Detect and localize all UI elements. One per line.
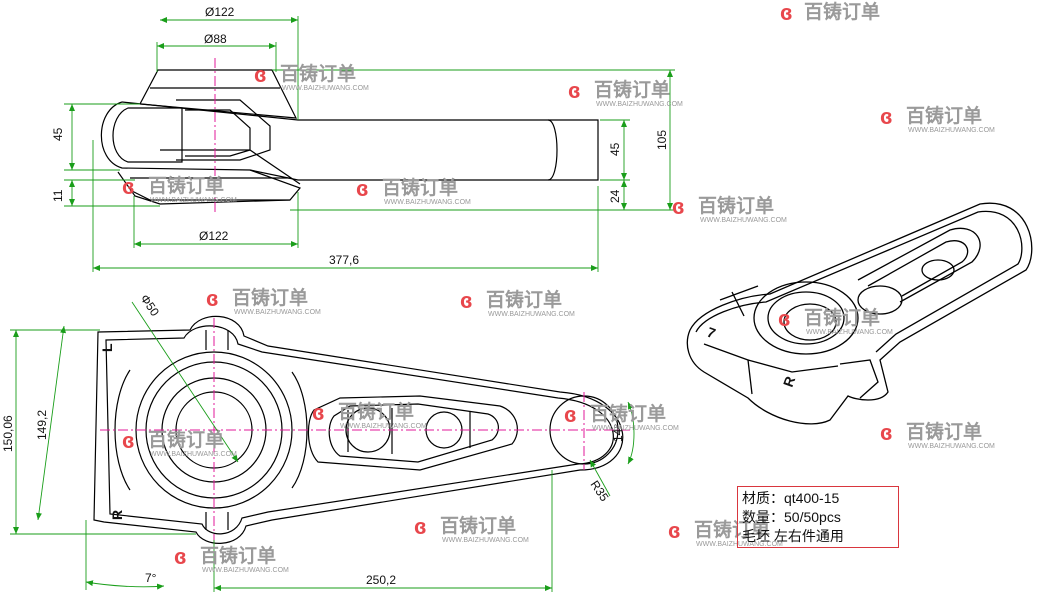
dim-boss-height: 45 xyxy=(51,127,65,141)
mark-right-plan: R xyxy=(109,510,125,520)
watermarks: ɞ 百铸订单 ɞ 百铸订单 WWW.BAIZHUWANG.COM ɞ 百铸订单 … xyxy=(122,0,995,574)
watermark-url: WWW.BAIZHUWANG.COM xyxy=(700,217,787,224)
watermark-brand: 百铸订单 xyxy=(440,514,516,537)
watermark-brand: 百铸订单 xyxy=(906,104,982,127)
watermark-logo-icon: ɞ xyxy=(460,288,472,313)
dim-bore-dia: Φ50 xyxy=(138,292,163,319)
isometric-view xyxy=(686,202,1033,425)
watermark-brand: 百铸订单 xyxy=(698,194,774,217)
dim-width-inner: 149,2 xyxy=(35,410,49,440)
watermark-brand: 百铸订单 xyxy=(906,420,982,443)
watermark-logo-icon: ɞ xyxy=(122,428,134,453)
watermark-url: WWW.BAIZHUWANG.COM xyxy=(908,443,995,450)
watermark: ɞ 百铸订单 WWW.BAIZHUWANG.COM xyxy=(174,544,289,574)
watermark-brand: 百铸订单 xyxy=(590,402,666,425)
watermark-url: WWW.BAIZHUWANG.COM xyxy=(340,423,427,430)
watermark-brand: 百铸订单 xyxy=(232,286,308,309)
watermark-url: WWW.BAIZHUWANG.COM xyxy=(384,199,471,206)
dim-overall-length: 377,6 xyxy=(329,253,359,267)
watermark-logo-icon: ɞ xyxy=(174,544,186,569)
watermark-url: WWW.BAIZHUWANG.COM xyxy=(696,541,783,548)
plan-view-centerlines xyxy=(100,318,630,545)
watermark: ɞ 百铸订单 WWW.BAIZHUWANG.COM xyxy=(206,286,321,316)
watermark: ɞ 百铸订单 WWW.BAIZHUWANG.COM xyxy=(672,194,787,224)
watermark-url: WWW.BAIZHUWANG.COM xyxy=(908,127,995,134)
dim-overall-height: 105 xyxy=(655,130,669,150)
watermark-logo-icon: ɞ xyxy=(564,402,576,427)
dim-taper-angle: 7° xyxy=(145,571,157,585)
watermark-brand: 百铸订单 xyxy=(804,306,880,329)
watermark-url: WWW.BAIZHUWANG.COM xyxy=(596,101,683,108)
dim-end-radius: R35 xyxy=(588,478,612,504)
watermark-url: WWW.BAIZHUWANG.COM xyxy=(202,567,289,574)
watermark-brand: 百铸订单 xyxy=(382,176,458,199)
dim-top-inner-dia: Ø88 xyxy=(204,32,227,46)
watermark: ɞ 百铸订单 WWW.BAIZHUWANG.COM xyxy=(312,400,427,430)
dim-arm-angle: 14° xyxy=(611,424,625,442)
watermark-logo-icon: ɞ xyxy=(312,400,324,425)
watermark-logo-icon: ɞ xyxy=(254,62,266,87)
watermark-url: WWW.BAIZHUWANG.COM xyxy=(442,537,529,544)
watermark-brand: 百铸订单 xyxy=(594,78,670,101)
watermark: ɞ 百铸订单 WWW.BAIZHUWANG.COM xyxy=(122,428,237,458)
watermark: ɞ 百铸订单 WWW.BAIZHUWANG.COM xyxy=(880,104,995,134)
watermark-url: WWW.BAIZHUWANG.COM xyxy=(592,425,679,432)
plan-view-dimensions xyxy=(10,301,635,592)
watermark-url: WWW.BAIZHUWANG.COM xyxy=(150,451,237,458)
watermark: ɞ 百铸订单 xyxy=(780,0,880,25)
watermark: ɞ 百铸订单 WWW.BAIZHUWANG.COM xyxy=(122,174,237,204)
watermark-logo-icon: ɞ xyxy=(672,194,684,219)
mark-left-plan: L xyxy=(99,343,115,352)
spec-note-box: 材质：qt400-15 数量：50/50pcs 毛坯 左右件通用 xyxy=(737,486,899,548)
watermark-brand: 百铸订单 xyxy=(280,62,356,85)
side-view-dimensions xyxy=(64,16,675,272)
dim-top-outer-dia: Ø122 xyxy=(205,5,235,19)
watermark-brand: 百铸订单 xyxy=(148,428,224,451)
watermark: ɞ 百铸订单 WWW.BAIZHUWANG.COM xyxy=(414,514,529,544)
watermark-logo-icon: ɞ xyxy=(880,420,892,445)
watermark-url: WWW.BAIZHUWANG.COM xyxy=(488,311,575,318)
watermark-brand: 百铸订单 xyxy=(486,288,562,311)
watermark-brand: 百铸订单 xyxy=(694,518,770,541)
watermark-logo-icon: ɞ xyxy=(206,286,218,311)
dim-tail-offset: 24 xyxy=(608,189,622,203)
watermark: ɞ 百铸订单 WWW.BAIZHUWANG.COM xyxy=(254,62,369,92)
watermark: ɞ 百铸订单 WWW.BAIZHUWANG.COM xyxy=(564,402,679,432)
watermark-brand: 百铸订单 xyxy=(200,544,276,567)
watermark-logo-icon: ɞ xyxy=(778,306,790,331)
mark-casting-number: 7 xyxy=(705,324,718,342)
dim-width-overall: 150,06 xyxy=(1,415,15,452)
side-view xyxy=(100,69,599,205)
dim-base-thickness: 11 xyxy=(51,189,65,202)
dim-hole-spacing: 250,2 xyxy=(366,573,396,587)
watermark-logo-icon: ɞ xyxy=(780,0,792,25)
watermark-logo-icon: ɞ xyxy=(880,104,892,129)
watermark-logo-icon: ɞ xyxy=(668,518,680,543)
watermark-logo-icon: ɞ xyxy=(414,514,426,539)
watermark: ɞ 百铸订单 WWW.BAIZHUWANG.COM xyxy=(356,176,471,206)
watermark: ɞ 百铸订单 WWW.BAIZHUWANG.COM xyxy=(778,306,893,336)
watermark-logo-icon: ɞ xyxy=(122,174,134,199)
watermark: ɞ 百铸订单 WWW.BAIZHUWANG.COM xyxy=(668,518,783,548)
watermark: ɞ 百铸订单 WWW.BAIZHUWANG.COM xyxy=(880,420,995,450)
watermark: ɞ 百铸订单 WWW.BAIZHUWANG.COM xyxy=(460,288,575,318)
watermark-logo-icon: ɞ xyxy=(568,78,580,103)
mark-right-iso: R xyxy=(780,374,798,389)
watermark-brand: 百铸订单 xyxy=(148,174,224,197)
material-note: 材质：qt400-15 xyxy=(742,490,840,506)
remark-note: 毛坯 左右件通用 xyxy=(742,528,844,544)
watermark-brand: 百铸订单 xyxy=(338,400,414,423)
watermark-logo-icon: ɞ xyxy=(356,176,368,201)
dim-bottom-dia: Ø122 xyxy=(199,229,229,243)
watermark-url: WWW.BAIZHUWANG.COM xyxy=(234,309,321,316)
watermark-url: WWW.BAIZHUWANG.COM xyxy=(282,85,369,92)
watermark-url: WWW.BAIZHUWANG.COM xyxy=(150,197,237,204)
watermark: ɞ 百铸订单 WWW.BAIZHUWANG.COM xyxy=(568,78,683,108)
watermark-url: WWW.BAIZHUWANG.COM xyxy=(806,329,893,336)
watermark-brand: 百铸订单 xyxy=(804,0,880,23)
quantity-note: 数量：50/50pcs xyxy=(742,509,841,525)
dim-tail-height: 45 xyxy=(608,142,622,156)
